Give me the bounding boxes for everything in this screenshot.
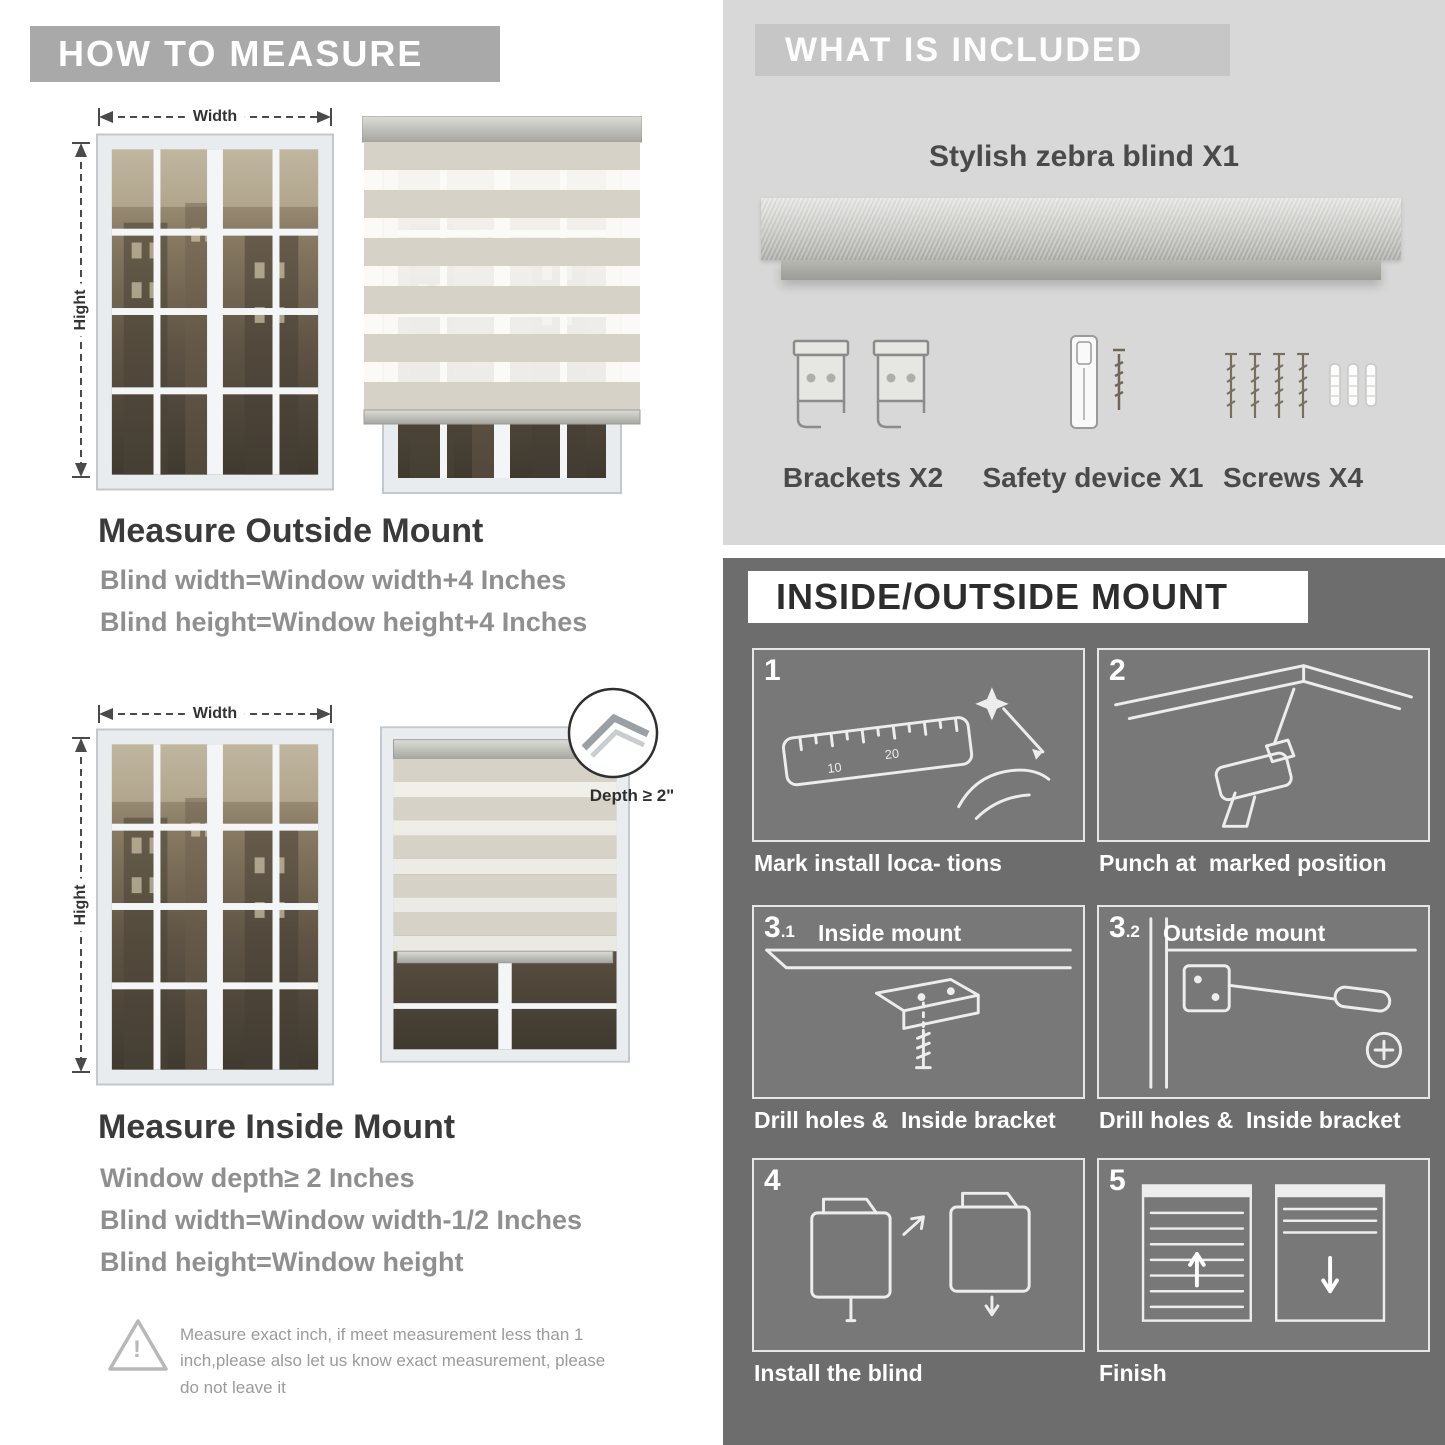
- outside-mount-line2: Blind height=Window height+4 Inches: [100, 607, 588, 637]
- included-panel: WHAT IS INCLUDED Stylish zebra blind X1 …: [723, 0, 1445, 545]
- step-caption-5: Finish: [1099, 1360, 1167, 1386]
- inside-bracket-art: [765, 948, 1072, 1070]
- step-caption-4: Install the blind: [754, 1360, 923, 1386]
- bracket-icon: [792, 339, 850, 429]
- warning-glyph: !: [133, 1336, 141, 1363]
- step-caption-3-1: Drill holes & Inside bracket: [754, 1107, 1056, 1133]
- warning-triangle-icon: [108, 1319, 168, 1371]
- step-number: 2: [1109, 654, 1126, 687]
- width-label-2: Width: [184, 705, 246, 723]
- step-caption-3-2: Drill holes & Inside bracket: [1099, 1107, 1401, 1133]
- finish-art: [1141, 1184, 1386, 1322]
- outside-mount-line1: Blind width=Window width+4 Inches: [100, 565, 567, 595]
- width-arrow-2: Width: [96, 703, 334, 725]
- cassette-bar-lip: [781, 260, 1381, 280]
- step-box-5: 5: [1097, 1158, 1430, 1352]
- window-illustration-2: [96, 728, 334, 1086]
- warning-text: Measure exact inch, if meet measurement …: [180, 1325, 606, 1397]
- outside-mount-title: Measure Outside Mount: [98, 512, 484, 550]
- safety-device-label: Safety device X1: [982, 462, 1204, 493]
- mark-location-art: 10 20: [782, 687, 1051, 820]
- inside-mount-line1: Window depth≥ 2 Inches: [100, 1163, 415, 1193]
- width-arrow: Width: [96, 106, 334, 128]
- step-number: 4: [764, 1164, 781, 1197]
- zebra-blind-outside-illustration: [362, 116, 642, 496]
- bracket-icon: [872, 339, 930, 429]
- height-arrow: Hight: [70, 140, 92, 480]
- step-box-3-2: 3.2 Outside mount: [1097, 905, 1430, 1099]
- step-number: 3.2: [1109, 911, 1140, 944]
- outside-bracket-art: [1149, 917, 1417, 1089]
- inside-mount-line3: Blind height=Window height: [100, 1247, 464, 1277]
- step-caption-2: Punch at marked position: [1099, 850, 1387, 876]
- inside-mount-line2: Blind width=Window width-1/2 Inches: [100, 1205, 583, 1235]
- step-box-3-1: 3.1 Inside mount: [752, 905, 1085, 1099]
- window-illustration: [96, 133, 334, 491]
- height-label: Hight: [72, 283, 90, 337]
- screws-icon: [1223, 352, 1377, 420]
- step-number: 3.1: [764, 911, 795, 944]
- depth-detail-circle: [567, 687, 659, 779]
- blind-label: Stylish zebra blind X1: [928, 140, 1240, 173]
- brackets-label: Brackets X2: [782, 462, 944, 493]
- step-inner-label: Inside mount: [818, 920, 962, 946]
- height-label-2: Hight: [72, 878, 90, 932]
- drill-punch-art: [1114, 664, 1413, 828]
- inside-mount-title: Measure Inside Mount: [98, 1108, 456, 1146]
- depth-label: Depth ≥ 2": [589, 786, 675, 805]
- safety-device-icon: [1070, 335, 1125, 429]
- step-inner-label: Outside mount: [1163, 920, 1326, 946]
- screws-label: Screws X4: [1222, 462, 1364, 493]
- how-to-measure-header: HOW TO MEASURE: [30, 26, 500, 82]
- ruler-mark-20: 20: [884, 745, 900, 762]
- ruler-mark-10: 10: [826, 759, 842, 776]
- step-caption-1: Mark install loca- tions: [754, 850, 1002, 876]
- step-box-4: 4: [752, 1158, 1085, 1352]
- cassette-bar: [761, 198, 1401, 260]
- step-number: 1: [764, 654, 781, 687]
- step-box-1: 10 20 1: [752, 648, 1085, 842]
- mount-header: INSIDE/OUTSIDE MOUNT: [748, 571, 1308, 623]
- step-box-2: 2: [1097, 648, 1430, 842]
- step-number: 5: [1109, 1164, 1126, 1197]
- height-arrow-2: Hight: [70, 735, 92, 1075]
- install-blind-art: [810, 1191, 1031, 1323]
- mount-panel: INSIDE/OUTSIDE MOUNT 10 20 1 Mark instal…: [723, 558, 1445, 1445]
- width-label: Width: [184, 108, 246, 126]
- included-header: WHAT IS INCLUDED: [755, 24, 1230, 76]
